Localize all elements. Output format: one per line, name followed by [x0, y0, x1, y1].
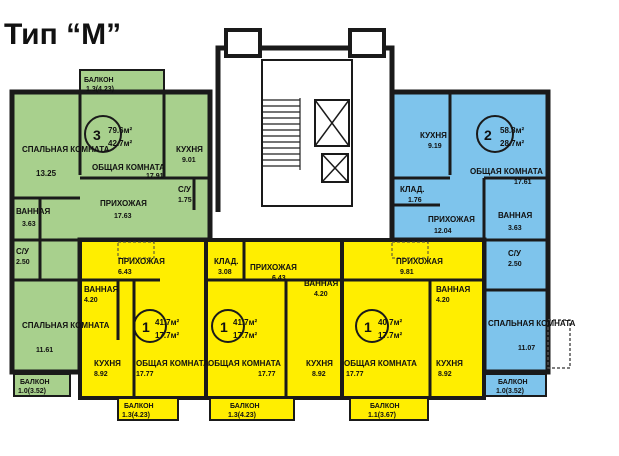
- room-count: 2: [484, 127, 492, 143]
- room-label: КЛАД.: [400, 185, 425, 194]
- room-area: 11.07: [518, 345, 535, 352]
- room-count: 1: [220, 319, 228, 335]
- balcony-label: БАЛКОН: [498, 379, 528, 386]
- room-area: 9.19: [428, 143, 442, 150]
- balcony-area: 1.3(4.23): [228, 412, 256, 419]
- room-area: 17.77: [136, 371, 154, 378]
- living-area: 28.7м²: [500, 139, 524, 148]
- room-area: 17.63: [114, 213, 132, 220]
- total-area: 41.7м²: [233, 318, 257, 327]
- room-area: 3.63: [22, 221, 36, 228]
- room-area: 3.63: [508, 225, 522, 232]
- room-label: КУХНЯ: [176, 145, 203, 154]
- apartment-green: [9, 69, 213, 397]
- balcony-label: БАЛКОН: [230, 403, 260, 410]
- living-area: 17.7м²: [378, 331, 402, 340]
- room-label: КУХНЯ: [436, 359, 463, 368]
- room-area: 9.01: [182, 157, 196, 164]
- room-label: ОБЩАЯ КОМНАТА: [92, 163, 165, 172]
- balcony-label: БАЛКОН: [20, 379, 50, 386]
- room-area: 2.50: [16, 259, 30, 266]
- room-label: ПРИХОЖАЯ: [396, 257, 443, 266]
- room-area: 13.25: [36, 169, 57, 178]
- room-label: С/У: [16, 247, 30, 256]
- room-label: КУХНЯ: [306, 359, 333, 368]
- room-label: С/У: [508, 249, 522, 258]
- room-label: ВАННАЯ: [16, 207, 50, 216]
- balcony-label: БАЛКОН: [84, 77, 114, 84]
- room-label: ПРИХОЖАЯ: [250, 263, 297, 272]
- room-label: КУХНЯ: [94, 359, 121, 368]
- room-area: 12.04: [434, 228, 452, 235]
- apartment-yellow-1: [78, 238, 208, 421]
- room-label: КЛАД.: [214, 257, 239, 266]
- room-label: ОБЩАЯ КОМНАТА: [470, 167, 543, 176]
- room-area: 8.92: [438, 371, 452, 378]
- room-label: ПРИХОЖАЯ: [100, 199, 147, 208]
- stair-core: [160, 28, 456, 242]
- room-area: 8.92: [94, 371, 108, 378]
- room-label: ОБЩАЯ КОМНАТА: [344, 359, 417, 368]
- room-label: КУХНЯ: [420, 131, 447, 140]
- room-label: СПАЛЬНАЯ КОМНАТА: [22, 321, 110, 330]
- room-label: ВАННАЯ: [436, 285, 470, 294]
- room-area: 4.20: [314, 291, 328, 298]
- room-area: 17.77: [258, 371, 276, 378]
- room-label: ПРИХОЖАЯ: [428, 215, 475, 224]
- room-area: 4.20: [436, 297, 450, 304]
- room-area: 1.76: [408, 197, 422, 204]
- room-label: СПАЛЬНАЯ КОМНАТА: [22, 145, 110, 154]
- apartment-yellow-3: [340, 238, 486, 421]
- room-label: ВАННАЯ: [304, 279, 338, 288]
- room-area: 17.77: [346, 371, 364, 378]
- room-area: 9.81: [400, 269, 414, 276]
- living-area: 42.7м²: [108, 139, 132, 148]
- room-label: ВАННАЯ: [498, 211, 532, 220]
- room-area: 3.08: [218, 269, 232, 276]
- room-count: 1: [364, 319, 372, 335]
- room-area: 17.61: [514, 179, 532, 186]
- room-area: 4.20: [84, 297, 98, 304]
- total-area: 79.6м²: [108, 126, 132, 135]
- room-area: 17.91: [146, 173, 164, 180]
- balcony-area: 1.1(3.67): [368, 412, 396, 419]
- room-area: 11.61: [36, 347, 53, 354]
- living-area: 17.7м²: [233, 331, 257, 340]
- total-area: 58.8м²: [500, 126, 524, 135]
- room-count: 1: [142, 319, 150, 335]
- room-area: 6.43: [118, 269, 132, 276]
- room-area: 2.50: [508, 261, 522, 268]
- total-area: 40.7м²: [378, 318, 402, 327]
- room-area: 6.43: [272, 275, 286, 282]
- room-label: ПРИХОЖАЯ: [118, 257, 165, 266]
- room-label: ОБЩАЯ КОМНАТА: [208, 359, 281, 368]
- balcony-label: БАЛКОН: [370, 403, 400, 410]
- balcony-area: 1.3(4.23): [122, 412, 150, 419]
- room-count: 3: [93, 127, 101, 143]
- balcony-area: 1.0(3.52): [496, 388, 524, 395]
- balcony-area: 1.3(4.23): [86, 86, 114, 93]
- room-area: 1.75: [178, 197, 192, 204]
- living-area: 17.7м²: [155, 331, 179, 340]
- room-label: СПАЛЬНАЯ КОМНАТА: [488, 319, 576, 328]
- total-area: 41.7м²: [155, 318, 179, 327]
- room-label: ОБЩАЯ КОМНАТА: [136, 359, 209, 368]
- room-label: С/У: [178, 185, 192, 194]
- balcony-area: 1.0(3.52): [18, 388, 46, 395]
- balcony-label: БАЛКОН: [124, 403, 154, 410]
- room-label: ВАННАЯ: [84, 285, 118, 294]
- plan-title: Тип “М”: [4, 18, 121, 51]
- room-area: 8.92: [312, 371, 326, 378]
